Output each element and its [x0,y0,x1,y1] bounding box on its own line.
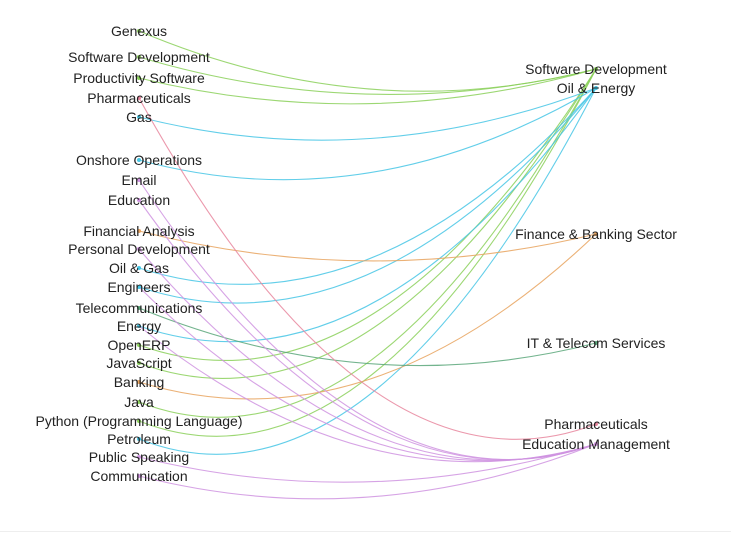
right-node-label-pharmaceuticals[interactable]: Pharmaceuticals [544,416,648,432]
left-node-label-openerp[interactable]: OpenERP [107,337,170,353]
left-node-label-onshore-operations[interactable]: Onshore Operations [76,152,202,168]
left-node-dot-javascript[interactable] [137,361,141,365]
left-node-label-productivity-software[interactable]: Productivity Software [73,70,205,86]
left-node-label-education[interactable]: Education [108,192,170,208]
left-node-label-communication[interactable]: Communication [90,468,187,484]
left-node-dot-telecommunications[interactable] [137,306,141,310]
left-node-label-financial-analysis[interactable]: Financial Analysis [83,223,194,239]
left-node-dot-financial-analysis[interactable] [137,229,141,233]
left-node-label-java[interactable]: Java [124,394,154,410]
right-node-label-software-development[interactable]: Software Development [525,61,667,77]
edge-javascript-to-software-development [138,68,597,379]
right-node-dot-education-management[interactable] [594,442,598,446]
edge-onshore-operations-to-oil-energy [138,87,597,181]
edge-gas-to-oil-energy [138,87,597,141]
edge-financial-analysis-to-finance-banking [138,230,597,262]
edge-energy-to-oil-energy [138,87,597,343]
left-node-dot-onshore-operations[interactable] [137,158,141,162]
left-node-label-software-development-skill[interactable]: Software Development [68,49,210,65]
left-node-dot-petroleum[interactable] [137,437,141,441]
right-node-label-education-management[interactable]: Education Management [522,436,670,452]
left-node-dot-engineers[interactable] [137,285,141,289]
edge-banking-to-finance-banking [138,233,597,400]
left-node-dot-pharmaceuticals-skill[interactable] [137,96,141,100]
edge-productivity-software-to-software-development [138,68,597,105]
left-node-label-energy[interactable]: Energy [117,318,161,334]
edge-petroleum-to-oil-energy [138,87,597,455]
edge-telecommunications-to-it-telecom [138,307,597,366]
left-node-label-javascript[interactable]: JavaScript [106,355,171,371]
left-node-dot-banking[interactable] [137,380,141,384]
left-node-label-email[interactable]: Email [121,172,156,188]
edge-pharmaceuticals-skill-to-pharmaceuticals [138,97,597,440]
left-node-dot-public-speaking[interactable] [137,455,141,459]
left-node-dot-openerp[interactable] [137,343,141,347]
left-node-label-petroleum[interactable]: Petroleum [107,431,171,447]
edge-engineers-to-oil-energy [138,87,597,304]
left-node-dot-email[interactable] [137,178,141,182]
right-node-label-oil-energy[interactable]: Oil & Energy [557,80,636,96]
edge-communication-to-education-management [138,443,597,500]
edge-layer [138,30,597,500]
left-node-dot-software-development-skill[interactable] [137,55,141,59]
left-node-dot-productivity-software[interactable] [137,76,141,80]
left-node-label-genexus[interactable]: Genexus [111,23,167,39]
left-node-dot-personal-development[interactable] [137,247,141,251]
left-node-dot-java[interactable] [137,400,141,404]
right-node-dot-finance-banking[interactable] [594,232,598,236]
right-node-dot-pharmaceuticals[interactable] [594,422,598,426]
left-node-dot-education[interactable] [137,198,141,202]
right-node-label-finance-banking[interactable]: Finance & Banking Sector [515,226,677,242]
left-node-dot-genexus[interactable] [137,29,141,33]
left-node-label-public-speaking[interactable]: Public Speaking [89,449,189,465]
left-node-label-gas[interactable]: Gas [126,109,152,125]
right-node-dot-oil-energy[interactable] [594,86,598,90]
left-node-dot-communication[interactable] [137,474,141,478]
edge-public-speaking-to-education-management [138,443,597,483]
left-node-label-telecommunications[interactable]: Telecommunications [76,300,203,316]
node-dot-layer [137,29,598,478]
left-node-dot-gas[interactable] [137,115,141,119]
left-node-dot-oil-gas[interactable] [137,266,141,270]
edge-software-development-skill-to-software-development [138,56,597,95]
left-node-dot-energy[interactable] [137,324,141,328]
left-node-dot-python[interactable] [137,419,141,423]
left-node-label-banking[interactable]: Banking [114,374,165,390]
left-node-label-personal-development[interactable]: Personal Development [68,241,210,257]
bottom-divider [0,531,731,532]
edge-python-to-software-development [138,68,597,437]
right-node-dot-software-development[interactable] [594,67,598,71]
edge-openerp-to-software-development [138,68,597,361]
right-node-dot-it-telecom[interactable] [594,341,598,345]
edge-engineers-to-education-management [138,286,597,462]
left-node-label-oil-gas[interactable]: Oil & Gas [109,260,169,276]
left-node-label-pharmaceuticals-skill[interactable]: Pharmaceuticals [87,90,191,106]
edge-energy-to-education-management [138,325,597,463]
left-node-label-python[interactable]: Python (Programming Language) [35,413,242,429]
edge-java-to-software-development [138,68,597,418]
left-node-label-engineers[interactable]: Engineers [107,279,170,295]
right-node-label-it-telecom[interactable]: IT & Telecom Services [527,335,666,351]
